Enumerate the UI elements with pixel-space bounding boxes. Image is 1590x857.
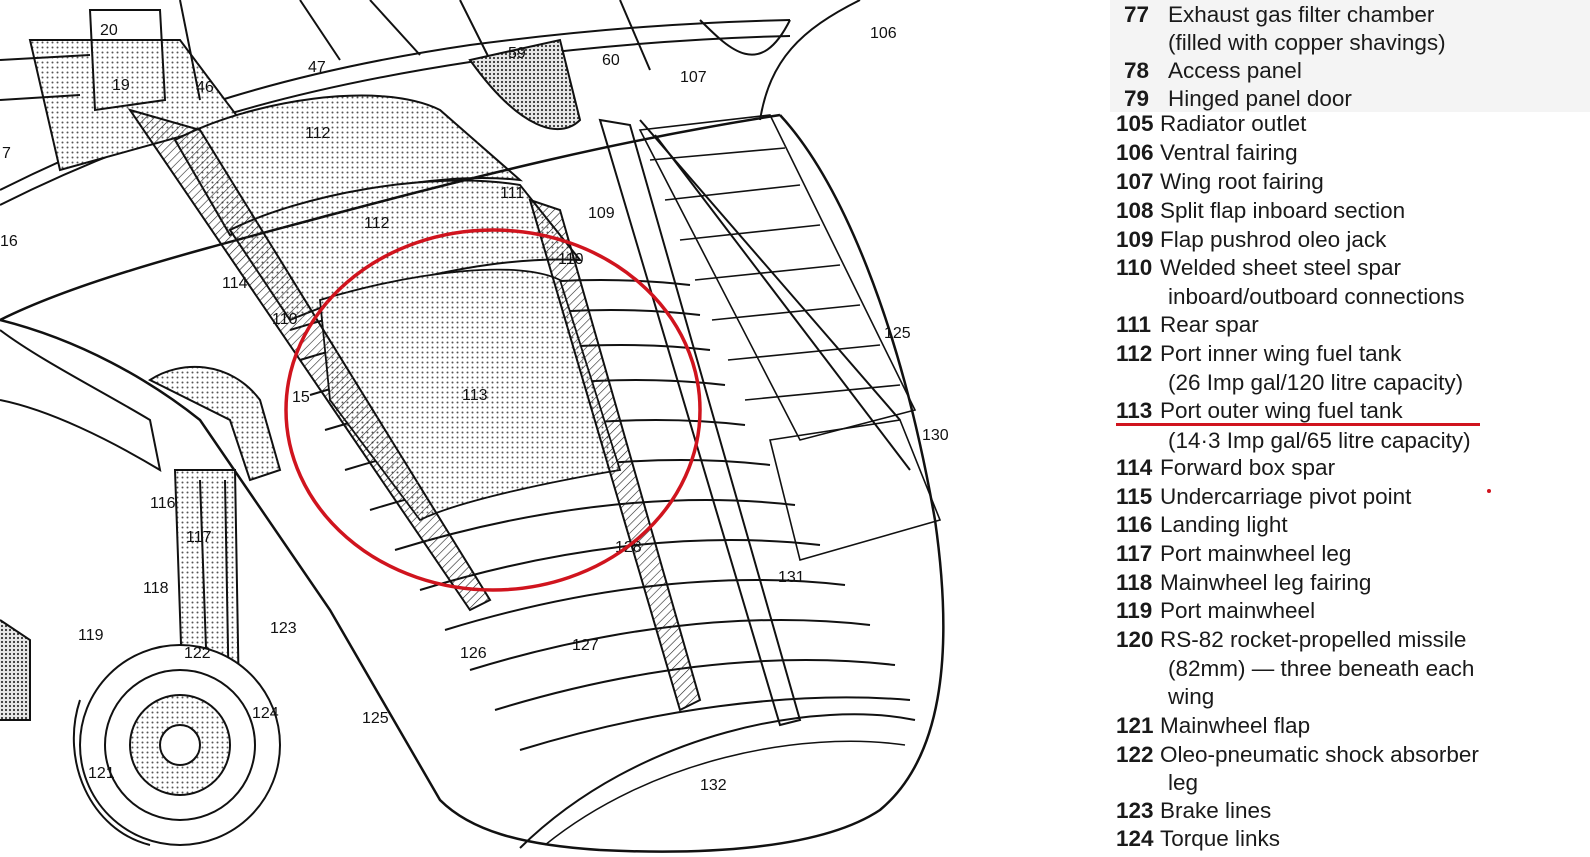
callout-label: 19 [112, 77, 130, 94]
callout-label: 125 [362, 710, 389, 727]
callout-label: 60 [602, 52, 620, 69]
inner-fuel-tank [173, 94, 583, 322]
callout-label: 110 [272, 311, 298, 328]
callout-label: 117 [186, 529, 212, 546]
callout-label: 109 [588, 205, 615, 222]
callout-label: 106 [870, 25, 897, 42]
callout-label: 122 [184, 645, 211, 662]
callout-label: 112 [305, 125, 331, 142]
legend-item-continuation: wing [1168, 684, 1215, 709]
callout-label: 126 [460, 645, 487, 662]
callout-label: 47 [308, 59, 326, 76]
flap-structure [638, 114, 942, 561]
legend-item-continuation: (14·3 Imp gal/65 litre capacity) [1168, 428, 1471, 453]
callout-label: 110 [558, 251, 584, 268]
fuselage-structure [0, 0, 861, 206]
wing-cutaway-drawing: 20 19 47 59 60 107 106 46 7 112 112 111 … [0, 0, 949, 853]
wing-outline [0, 113, 945, 853]
callout-label: 15 [292, 389, 310, 406]
callout-label: 132 [700, 777, 727, 794]
callout-label: 127 [572, 637, 599, 654]
callout-label: 116 [150, 495, 176, 512]
callout-label: 111 [500, 185, 524, 202]
legend-item-continuation: (26 Imp gal/120 litre capacity) [1168, 370, 1464, 395]
red-dot-mark [1487, 489, 1491, 493]
callout-label: 46 [196, 79, 214, 96]
undercarriage [0, 329, 282, 846]
callout-label: 112 [364, 215, 390, 232]
callout-label: 121 [88, 765, 115, 782]
callout-label: 119 [78, 627, 104, 644]
callout-label: 123 [270, 620, 297, 637]
callout-label: 124 [252, 705, 279, 722]
legend-item-continuation: leg [1168, 770, 1199, 795]
callout-label: 107 [680, 69, 707, 86]
legend-top-band [1110, 0, 1590, 112]
highlight-underline [1116, 423, 1480, 426]
callout-label: 114 [222, 275, 248, 292]
callout-labels: 20 19 47 59 60 107 106 46 7 112 112 111 … [0, 22, 949, 794]
callout-label: 131 [778, 569, 805, 586]
callout-label: 130 [922, 427, 949, 444]
highlight-circle [284, 228, 702, 592]
callout-label: 118 [143, 580, 169, 597]
legend-item-continuation: (filled with copper shavings) [1168, 30, 1446, 55]
legend-item-continuation: (82mm) — three beneath each [1168, 656, 1475, 681]
callout-label: 20 [100, 22, 118, 39]
legend-item-continuation: inboard/outboard connections [1168, 284, 1465, 309]
wing-spars [127, 108, 911, 727]
callout-label: 113 [462, 387, 488, 404]
callout-label: 125 [884, 325, 911, 342]
callout-label: 7 [2, 145, 11, 162]
callout-label: 16 [0, 233, 18, 250]
callout-label: 59 [508, 45, 526, 62]
